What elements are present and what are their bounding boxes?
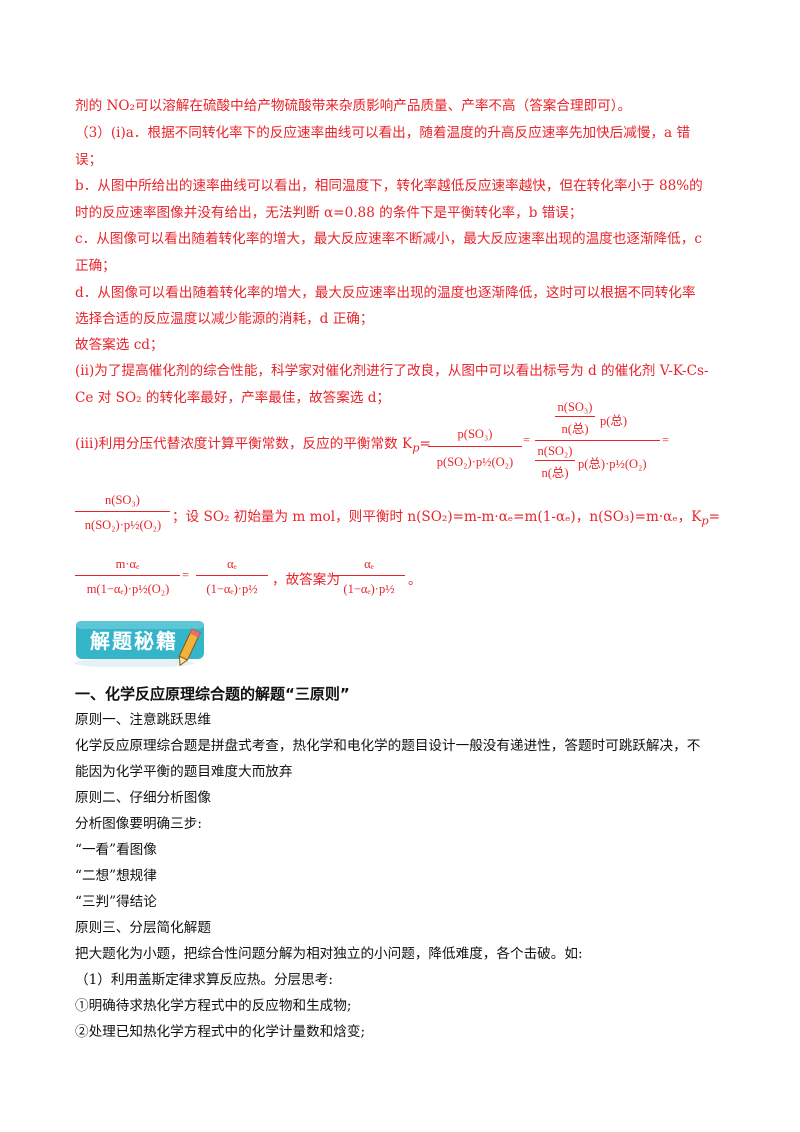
kp-subscript: p (412, 440, 420, 455)
answer-line-12: Ce 对 SO₂ 的转化率最好，产率最佳，故答案选 d； (75, 390, 391, 406)
secret-badge: 解题秘籍 (74, 619, 220, 668)
list-item: “一看”看图像 (75, 842, 157, 858)
answer-line-2: （3）(i)a．根据不同转化率下的反应速率曲线可以看出，随着温度的升高反应速率先… (75, 125, 691, 141)
principle-3-title: 原则三、分层简化解题 (75, 920, 211, 936)
frac2-n-so3: n(SO₃) (557, 400, 593, 414)
answer-line-15: ，故答案为 (272, 572, 340, 588)
kp-frac1-den: p(SO₂)·p½(O₂) (436, 455, 514, 469)
answer-line-14-text: ；设 SO₂ 初始量为 m mol，则平衡时 n(SO₂)=m-m·αₑ=m(1… (172, 509, 702, 525)
frac2-n-total-bottom: n(总) (541, 466, 569, 480)
answer-line-9: 选择合适的反应温度以减少能源的消耗，d 正确； (75, 311, 374, 327)
answer-line-10: 故答案选 cd； (75, 337, 164, 353)
frac2-inner-bar-top (555, 416, 595, 417)
badge-background (74, 621, 204, 668)
answer-line-4: b．从图中所给出的速率曲线可以看出，相同温度下，转化率越低反应速率越快，但在转化… (75, 178, 703, 194)
answer-line-7: 正确； (75, 258, 116, 274)
equals-4: = (182, 568, 190, 582)
equals-sign: = (419, 436, 431, 452)
kp-subscript-2: p (701, 513, 709, 528)
badge-label: 解题秘籍 (90, 629, 178, 653)
frac5-bar (196, 575, 268, 576)
principle-1-title: 原则一、注意跳跃思维 (75, 712, 211, 728)
frac6-den: (1−αₑ)·p½ (343, 582, 395, 596)
frac6-bar (333, 575, 405, 576)
section-heading: 一、化学反应原理综合题的解题“三原则” (75, 685, 350, 703)
frac4-num: m·αₑ (115, 557, 140, 571)
frac2-p-total-half: p(总)·p½(O₂) (578, 457, 647, 471)
paragraph-line: 化学反应原理综合题是拼盘式考查，热化学和电化学的题目设计一般没有递进性，答题时可… (75, 738, 701, 754)
frac4-bar (75, 575, 180, 576)
frac6-num: αₑ (364, 557, 374, 571)
frac2-p-total-top: p(总) (600, 414, 628, 428)
answer-line-14: ；设 SO₂ 初始量为 m mol，则平衡时 n(SO₂)=m-m·αₑ=m(1… (172, 507, 720, 531)
equals-sign-2: = (708, 509, 721, 525)
frac2-n-so2: n(SO₂) (537, 444, 573, 458)
answer-line-3: 误； (75, 152, 103, 168)
kp-frac1-bar (428, 446, 522, 447)
frac2-inner-bar-bottom (535, 460, 575, 461)
frac2-main-bar (535, 440, 660, 441)
list-item: “三判”得结论 (75, 894, 157, 910)
frac4-den: m(1−αₑ)·p½(O₂) (86, 582, 170, 596)
answer-line-15-end: 。 (408, 572, 422, 588)
answer-line-11: (ii)为了提高催化剂的综合性能，科学家对催化剂进行了改良，从图中可以看出标号为… (75, 363, 709, 379)
answer-line-5: 时的反应速率图像并没有给出，无法判断 α=0.88 的条件下是平衡转化率，b 错… (75, 205, 583, 221)
equals-3: = (662, 433, 670, 447)
list-item: “二想”想规律 (75, 868, 157, 884)
kp-frac1-num: p(SO₃) (457, 427, 493, 441)
frac5-den: (1−αₑ)·p½ (206, 582, 258, 596)
frac2-n-total-top: n(总) (561, 422, 589, 436)
paragraph-line: 能因为化学平衡的题目难度大而放弃 (75, 764, 293, 780)
frac3-den: n(SO₂)·p½(O₂) (84, 518, 162, 532)
frac3-num: n(SO₃) (105, 493, 140, 507)
paragraph-line: （1）利用盖斯定律求算反应热。分层思考: (75, 972, 333, 988)
paragraph-line: 分析图像要明确三步: (75, 816, 202, 832)
answer-line-13-prefix: (iii)利用分压代替浓度计算平衡常数，反应的平衡常数 K (75, 436, 413, 452)
list-item: ①明确待求热化学方程式中的反应物和生成物; (75, 998, 352, 1014)
answer-line-13: (iii)利用分压代替浓度计算平衡常数，反应的平衡常数 Kp= (75, 434, 431, 458)
answer-line-1: 剂的 NO₂可以溶解在硫酸中给产物硫酸带来杂质影响产品质量、产率不高（答案合理即… (75, 98, 632, 114)
principle-2-title: 原则二、仔细分析图像 (75, 790, 211, 806)
paragraph-line: 把大题化为小题，把综合性问题分解为相对独立的小问题，降低难度，各个击破。如: (75, 946, 583, 962)
frac3-bar (75, 511, 170, 512)
list-item: ②处理已知热化学方程式中的化学计量数和焓变; (75, 1024, 366, 1040)
answer-line-6: c．从图像可以看出随着转化率的增大，最大反应速率不断减小，最大反应速率出现的温度… (75, 231, 702, 247)
frac5-num: αₑ (227, 557, 237, 571)
answer-line-8: d．从图像可以看出随着转化率的增大，最大反应速率出现的温度也逐渐降低，这时可以根… (75, 285, 696, 301)
equals-2: = (523, 433, 531, 447)
